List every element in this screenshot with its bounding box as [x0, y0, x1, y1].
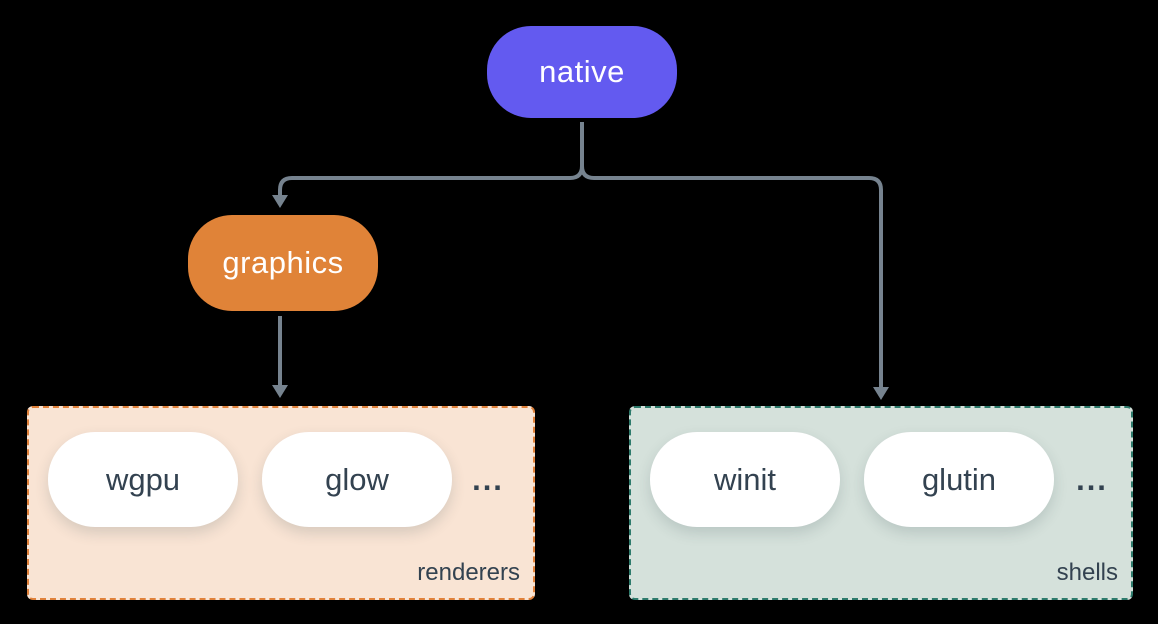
arrowhead-shells — [873, 387, 889, 400]
arrowhead-renderers — [272, 385, 288, 398]
node-graphics: graphics — [188, 215, 378, 311]
item-glow: glow — [262, 432, 452, 527]
node-native-label: native — [539, 54, 625, 89]
group-renderers: wgpu glow ... renderers — [27, 406, 535, 600]
group-shells-label: shells — [1056, 559, 1118, 586]
item-wgpu: wgpu — [48, 432, 238, 527]
edge-native-to-shells — [580, 165, 883, 387]
item-winit-label: winit — [713, 461, 776, 497]
item-winit: winit — [650, 432, 840, 527]
node-graphics-label: graphics — [222, 245, 344, 280]
group-renderers-label: renderers — [417, 559, 520, 586]
item-glutin: glutin — [864, 432, 1054, 527]
item-wgpu-label: wgpu — [105, 461, 181, 497]
more-shells: ... — [1076, 461, 1108, 497]
edge-native-to-graphics — [278, 165, 584, 196]
node-native: native — [487, 26, 677, 118]
item-glutin-label: glutin — [921, 461, 997, 497]
group-shells: winit glutin ... shells — [629, 406, 1133, 600]
arrowhead-graphics — [272, 195, 288, 208]
item-glow-label: glow — [325, 461, 389, 497]
more-renderers: ... — [472, 461, 504, 497]
